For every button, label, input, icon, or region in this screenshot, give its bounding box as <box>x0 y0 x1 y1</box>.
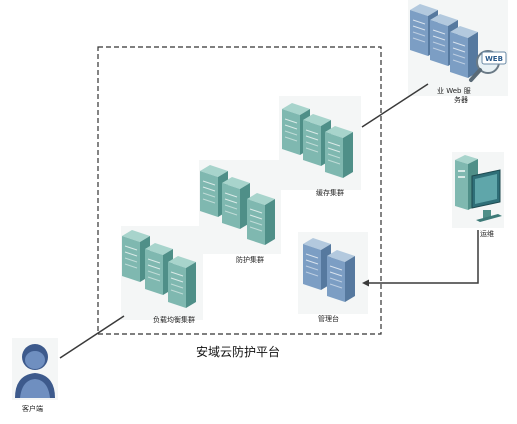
cache-cluster-label: 缓存集群 <box>316 189 344 197</box>
mgmt-console-label: 管理台 <box>318 315 339 323</box>
platform-boundary <box>97 46 382 335</box>
mgmt-server-1 <box>302 237 332 291</box>
computer-icon <box>455 155 502 222</box>
cache-cluster[interactable] <box>281 102 354 179</box>
protect-server-3 <box>246 192 276 246</box>
client-label: 客户端 <box>22 405 43 413</box>
ops-terminal[interactable] <box>455 155 502 222</box>
platform-title: 安域云防护平台 <box>196 345 281 359</box>
cache-to-web-line <box>361 83 429 128</box>
web-server-3 <box>449 25 479 79</box>
protect-cluster[interactable] <box>199 164 276 246</box>
magnifier-web-icon: WEB <box>469 50 507 82</box>
web-cluster-label-line1: 业 Web 服 <box>437 87 471 95</box>
ops-terminal-label: 运维 <box>480 230 494 238</box>
user-icon <box>15 344 55 398</box>
protect-server-2 <box>221 176 251 230</box>
cache-server-3 <box>324 125 354 179</box>
web-cluster[interactable]: WEB <box>409 3 507 82</box>
web-cluster-label-line2: 务器 <box>454 96 468 104</box>
lb-cluster[interactable] <box>121 229 197 309</box>
ops-to-mgmt-arrowhead <box>362 279 369 287</box>
client-to-lb-line <box>59 315 125 359</box>
mgmt-server-2 <box>326 249 356 303</box>
lb-cluster-label: 负载均衡集群 <box>153 316 195 324</box>
client[interactable] <box>15 344 55 398</box>
lb-server-3 <box>167 255 197 309</box>
mgmt-console[interactable] <box>302 237 356 303</box>
protect-cluster-label: 防护集群 <box>236 256 264 264</box>
web-badge-text: WEB <box>485 55 503 63</box>
ops-to-mgmt-line <box>366 230 479 284</box>
